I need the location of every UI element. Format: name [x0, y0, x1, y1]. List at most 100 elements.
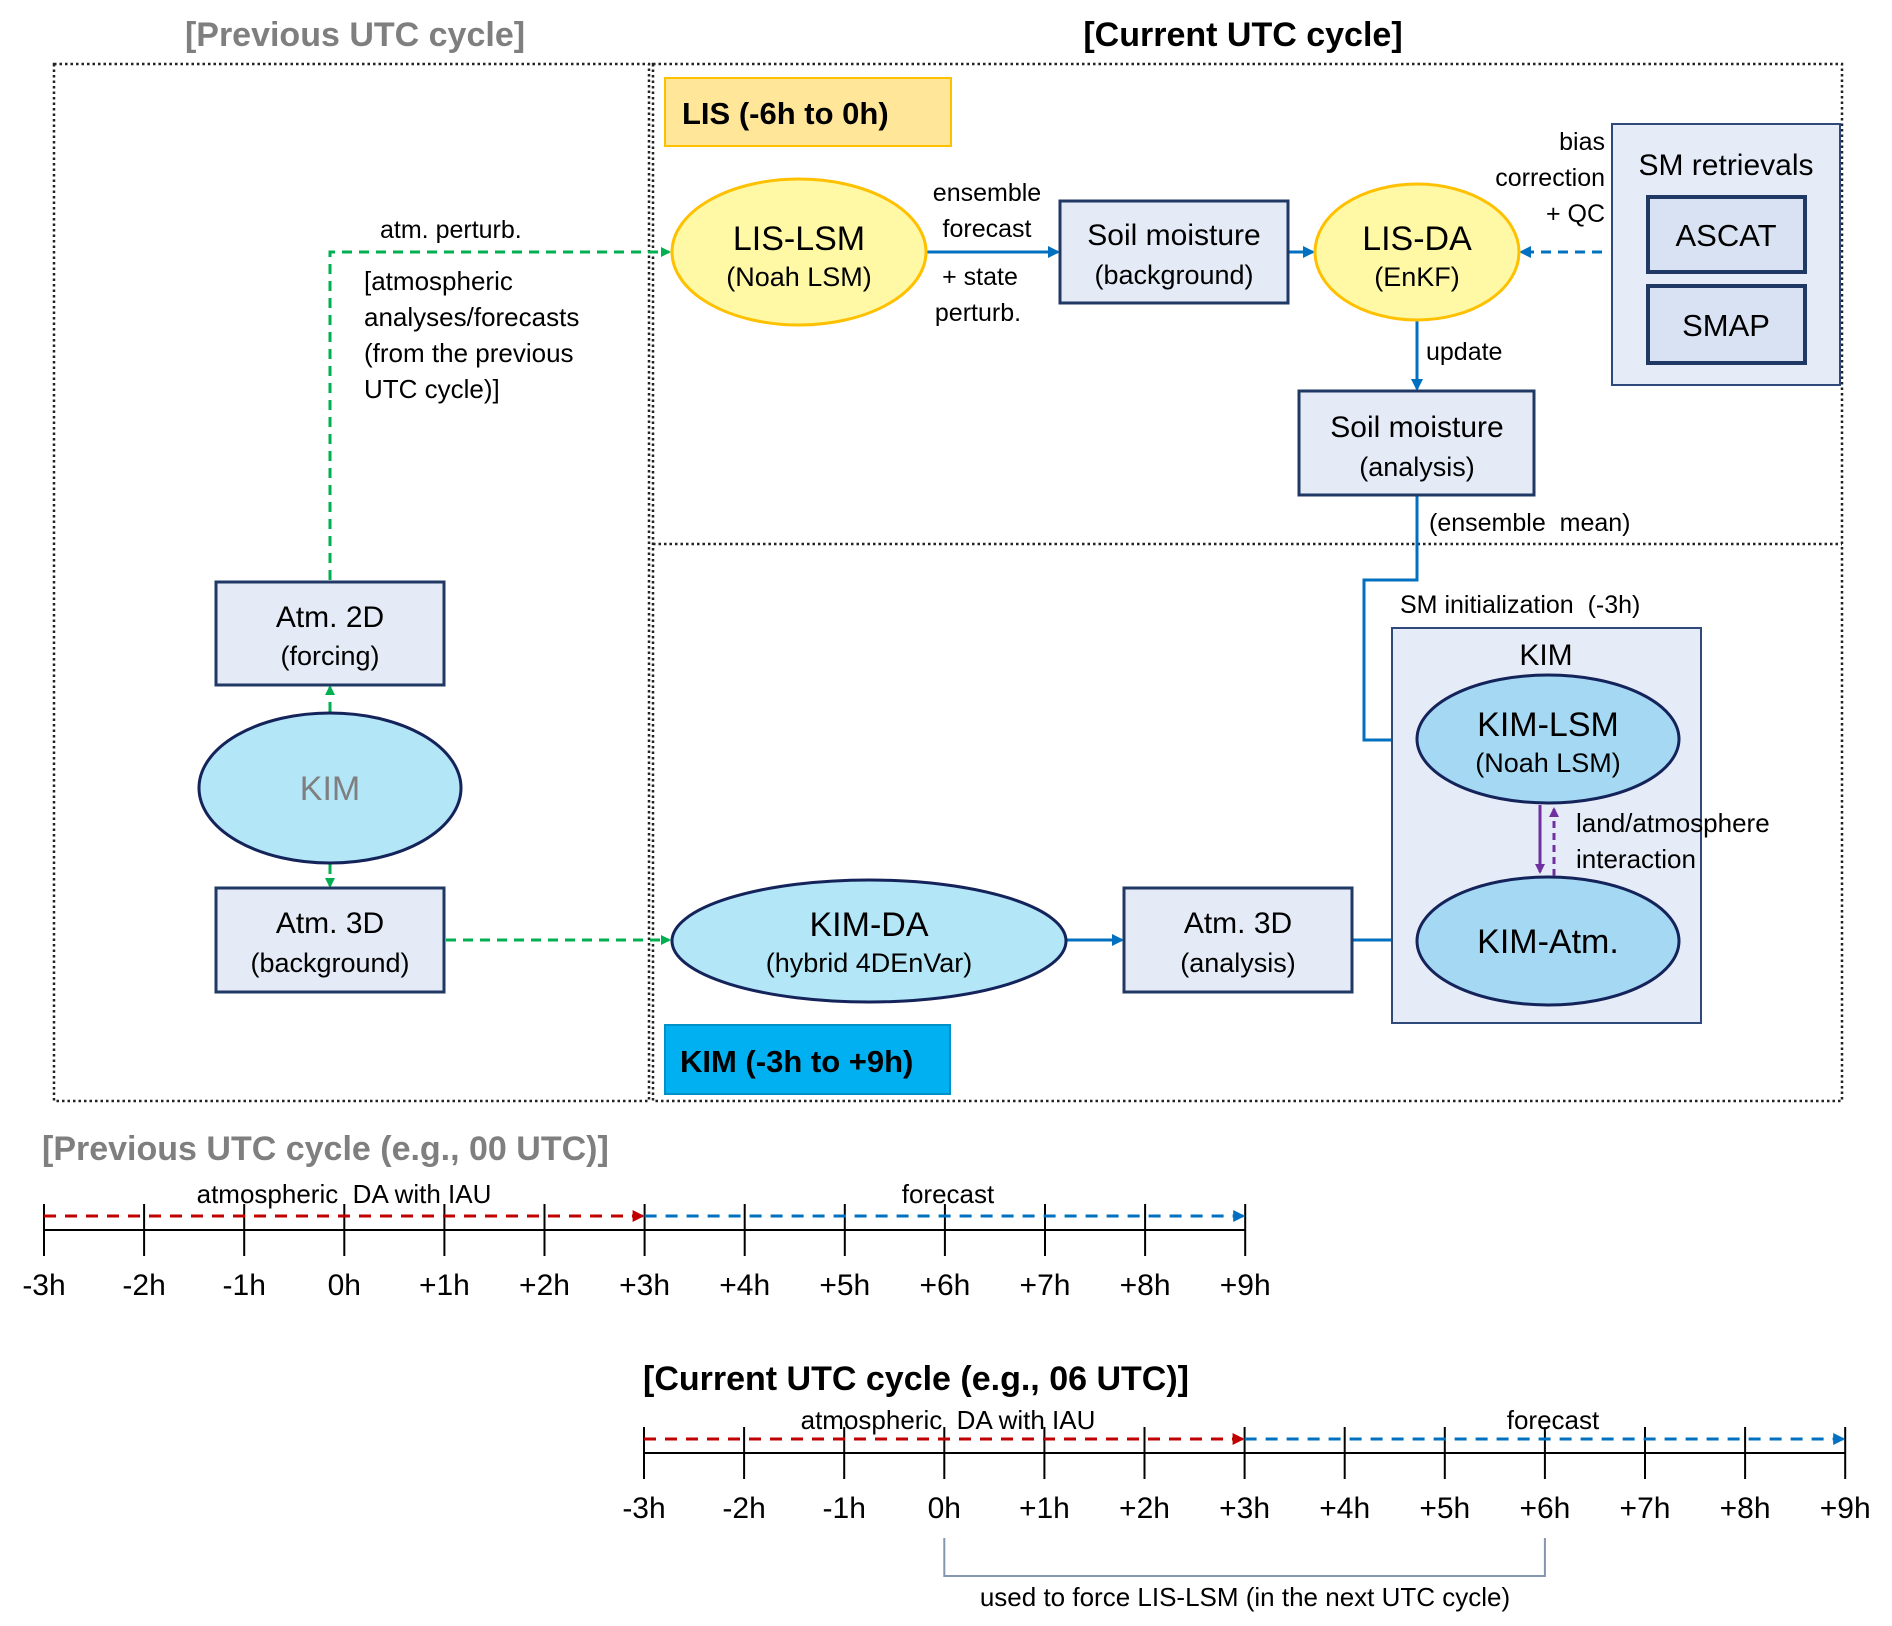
atm-forcing-note: [atmospheric analyses/forecasts (from th…	[364, 266, 579, 404]
label-line: ensemble	[933, 179, 1041, 207]
sm-retrievals-node[interactable]: SM retrievals ASCAT SMAP	[1611, 123, 1841, 386]
update-label: update	[1426, 338, 1502, 366]
timeline-previous: [Previous UTC cycle (e.g., 00 UTC)] atmo…	[22, 1130, 1270, 1302]
kim-previous-title: KIM	[300, 770, 360, 808]
timeline-tick-label: +4h	[1319, 1492, 1370, 1525]
soil-bg-title: Soil moisture	[1087, 219, 1260, 252]
kim-lsm-subtitle: (Noah LSM)	[1475, 748, 1621, 778]
lis-section-label-box	[664, 77, 952, 147]
timeline-tick-label: +5h	[1419, 1492, 1470, 1525]
timeline-tick-label: +9h	[1220, 1269, 1271, 1302]
sm-init-label: SM initialization (-3h)	[1400, 591, 1640, 619]
ascat-label: ASCAT	[1675, 218, 1776, 253]
arrow-soilan-to-kimlsm	[1362, 496, 1419, 746]
smap-label: SMAP	[1682, 308, 1770, 343]
timeline-tick-label: +2h	[519, 1269, 570, 1302]
lis-lsm-subtitle: (Noah LSM)	[726, 262, 872, 292]
timeline-current-da-label: atmospheric DA with IAU	[801, 1405, 1096, 1435]
label-line: + QC	[1546, 200, 1605, 228]
note-line: (from the previous	[364, 338, 574, 368]
kim-lsm-ellipse	[1415, 673, 1681, 805]
atm-3d-bg-title: Atm. 3D	[276, 907, 384, 940]
ensemble-forecast-label: ensemble forecast	[933, 179, 1041, 243]
sm-retrievals-title: SM retrievals	[1638, 149, 1813, 182]
lis-lsm-ellipse	[670, 177, 928, 327]
label-line: interaction	[1576, 844, 1696, 874]
atm-3d-an-box	[1122, 886, 1354, 994]
atm-3d-analysis-node[interactable]: Atm. 3D (analysis)	[1122, 886, 1354, 994]
label-line: perturb.	[935, 299, 1021, 327]
kim-container-title: KIM	[1519, 639, 1572, 672]
current-cycle-header: [Current UTC cycle]	[1083, 16, 1402, 54]
current-cycle-frame	[651, 62, 1844, 1103]
lis-da-subtitle: (EnKF)	[1374, 262, 1460, 292]
timeline-tick-label: +8h	[1720, 1492, 1771, 1525]
label-line: + state	[942, 263, 1018, 291]
arrow-atm2d-to-lislsm	[328, 247, 671, 580]
timeline-current-forecast-label: forecast	[1507, 1405, 1600, 1435]
kim-previous-ellipse	[197, 711, 463, 865]
kim-previous-node[interactable]: KIM	[197, 711, 463, 865]
lis-da-title: LIS-DA	[1362, 220, 1472, 258]
atm-3d-an-title: Atm. 3D	[1184, 907, 1292, 940]
kim-atm-title: KIM-Atm.	[1477, 923, 1619, 961]
atm-3d-an-subtitle: (analysis)	[1180, 948, 1296, 978]
label-line: bias	[1559, 128, 1605, 156]
label-line: land/atmosphere	[1576, 808, 1770, 838]
state-perturb-label: + state perturb.	[935, 263, 1021, 327]
kim-da-ellipse	[670, 878, 1068, 1004]
timeline-tick-label: -1h	[823, 1492, 866, 1525]
timeline-tick-label: +6h	[919, 1269, 970, 1302]
soil-bg-box	[1058, 199, 1290, 305]
timeline-tick-label: -3h	[622, 1492, 665, 1525]
soil-moisture-analysis-node[interactable]: Soil moisture (analysis)	[1297, 389, 1536, 497]
atm-3d-background-node[interactable]: Atm. 3D (background)	[214, 886, 446, 994]
lis-lsm-title: LIS-LSM	[733, 220, 865, 258]
timeline-tick-label: +6h	[1519, 1492, 1570, 1525]
timeline-previous-forecast-label: forecast	[902, 1179, 995, 1209]
timeline-tick-label: +4h	[719, 1269, 770, 1302]
timeline-tick-label: -1h	[223, 1269, 266, 1302]
lis-da-ellipse	[1313, 182, 1521, 322]
kim-da-title: KIM-DA	[810, 906, 929, 944]
timeline-tick-label: -2h	[722, 1492, 765, 1525]
timeline-tick-label: -3h	[22, 1269, 65, 1302]
timeline-tick-label: +2h	[1119, 1492, 1170, 1525]
kim-atm-node[interactable]: KIM-Atm.	[1415, 875, 1681, 1007]
timeline-tick-label: +7h	[1020, 1269, 1071, 1302]
lis-lsm-node[interactable]: LIS-LSM (Noah LSM)	[670, 177, 928, 327]
timeline-current: [Current UTC cycle (e.g., 06 UTC)] atmos…	[622, 1360, 1870, 1612]
kim-atm-ellipse	[1415, 875, 1681, 1007]
kim-da-subtitle: (hybrid 4DEnVar)	[766, 948, 973, 978]
kim-da-node[interactable]: KIM-DA (hybrid 4DEnVar)	[670, 878, 1068, 1004]
smap-box	[1646, 284, 1807, 365]
atm-2d-subtitle: (forcing)	[280, 641, 379, 671]
soil-bg-subtitle: (background)	[1094, 260, 1253, 290]
soil-an-subtitle: (analysis)	[1359, 452, 1475, 482]
ensemble-mean-label: (ensemble mean)	[1429, 509, 1630, 537]
note-line: analyses/forecasts	[364, 302, 579, 332]
forcing-bracket	[943, 1538, 1546, 1577]
kim-lsm-node[interactable]: KIM-LSM (Noah LSM)	[1415, 673, 1681, 805]
timeline-tick-label: +1h	[419, 1269, 470, 1302]
ascat-box	[1646, 195, 1807, 274]
timeline-tick-label: +3h	[1219, 1492, 1270, 1525]
atm-2d-node[interactable]: Atm. 2D (forcing)	[214, 580, 446, 687]
timeline-tick-label: +9h	[1820, 1492, 1871, 1525]
atm-3d-bg-subtitle: (background)	[250, 948, 409, 978]
note-line: UTC cycle)]	[364, 374, 500, 404]
soil-moisture-background-node[interactable]: Soil moisture (background)	[1058, 199, 1290, 305]
lis-section-label: LIS (-6h to 0h)	[682, 96, 889, 131]
timeline-tick-label: +5h	[819, 1269, 870, 1302]
lis-da-node[interactable]: LIS-DA (EnKF)	[1313, 182, 1521, 322]
label-line: correction	[1495, 164, 1605, 192]
soil-an-title: Soil moisture	[1330, 411, 1503, 444]
bracket-label: used to force LIS-LSM (in the next UTC c…	[980, 1582, 1510, 1612]
kim-lsm-title: KIM-LSM	[1477, 706, 1619, 744]
previous-cycle-header: [Previous UTC cycle]	[185, 16, 525, 54]
label-line: forecast	[943, 215, 1032, 243]
timeline-current-title: [Current UTC cycle (e.g., 06 UTC)]	[643, 1360, 1189, 1398]
